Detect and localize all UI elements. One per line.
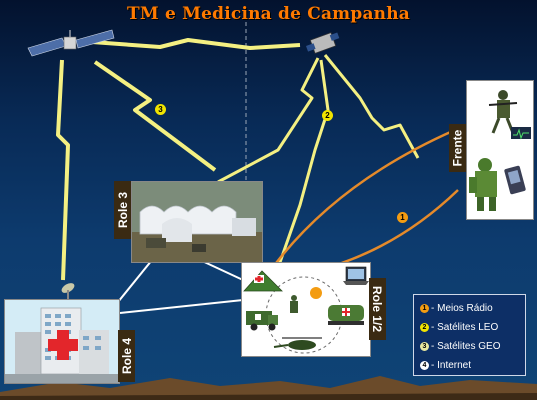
link-radio-front-upper	[263, 128, 456, 279]
link-internet-role3-role12	[199, 259, 244, 281]
satellite-leo-icon	[305, 32, 340, 54]
ambulance-icon	[246, 311, 278, 331]
legend-label: - Satélites GEO	[431, 341, 501, 352]
legend-num: 2	[420, 323, 429, 332]
legend-label: - Satélites LEO	[431, 322, 499, 333]
legend-item-leo: 2 - Satélites LEO	[420, 318, 525, 337]
soldier-equipment-icon	[469, 158, 497, 211]
medevac-helicopter-icon	[273, 337, 322, 350]
soldier-icon	[488, 90, 518, 134]
link-internet-role3-role4	[117, 259, 153, 303]
vital-signs-monitor-icon	[511, 127, 531, 140]
handheld-device-icon	[504, 165, 526, 195]
role4-image	[4, 299, 120, 384]
role4-label: Role 4	[118, 330, 135, 382]
page-title: TM e Medicina de Campanha	[127, 4, 410, 24]
legend-item-geo: 3 - Satélites GEO	[420, 337, 525, 356]
link-geo-role4	[56, 59, 70, 281]
link-leo-role3	[217, 57, 320, 184]
field-tent-icon	[243, 270, 283, 292]
radio-operator-icon	[290, 295, 298, 313]
role12-label: Role 1/2	[369, 278, 386, 340]
link-leo-role12	[276, 59, 330, 269]
link-leo-front	[323, 54, 420, 159]
role3-label: Role 3	[114, 181, 131, 239]
legend-num: 1	[420, 304, 429, 313]
laptop-icon	[343, 266, 369, 285]
link-marker-geo: 3	[155, 104, 166, 115]
link-geo-role3	[93, 60, 217, 172]
legend-num: 3	[420, 342, 429, 351]
link-geo-leo	[91, 38, 301, 50]
link-marker-radio: 1	[397, 212, 408, 223]
front-panel	[466, 80, 534, 220]
legend-label: - Internet	[431, 360, 472, 371]
link-internet-role4-role12	[119, 299, 244, 314]
role3-image	[131, 181, 263, 263]
legend: 1 - Meios Rádio 2 - Satélites LEO 3 - Sa…	[413, 294, 526, 376]
legend-label: - Meios Rádio	[431, 303, 493, 314]
role12-panel	[241, 262, 371, 357]
legend-item-internet: 4 - Internet	[420, 356, 525, 375]
satellite-geo-icon	[27, 29, 115, 57]
legend-item-radio: 1 - Meios Rádio	[420, 299, 525, 318]
front-label: Frente	[449, 124, 466, 172]
satellite-dish-icon	[61, 283, 75, 300]
armored-ambulance-icon	[328, 305, 364, 325]
link-marker-leo: 2	[322, 110, 333, 121]
legend-num: 4	[420, 361, 429, 370]
